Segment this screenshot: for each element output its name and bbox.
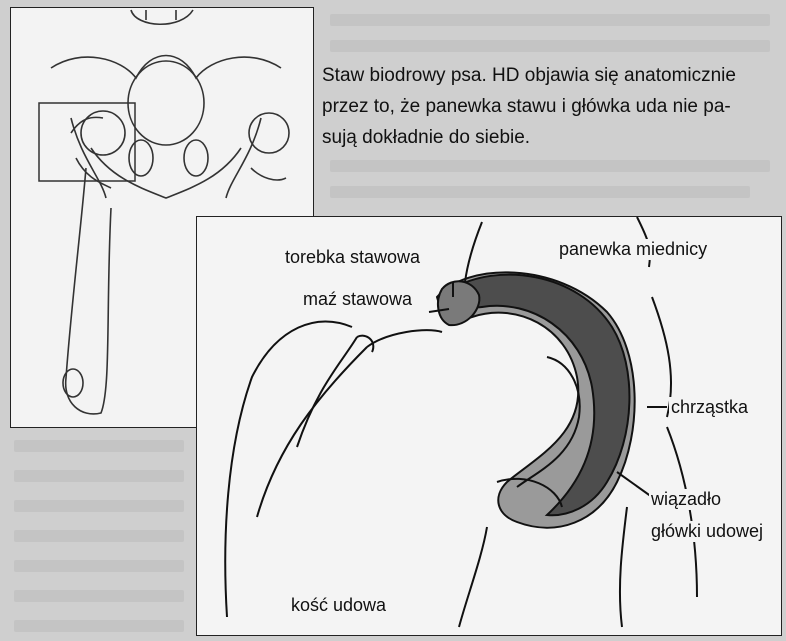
caption-line-3: sują dokładnie do siebie. bbox=[322, 122, 782, 153]
label-capsule: torebka stawowa bbox=[283, 247, 422, 268]
label-ligament-2: główki udowej bbox=[649, 521, 765, 542]
label-cartilage: chrząstka bbox=[669, 397, 750, 418]
caption-line-1: Staw biodrowy psa. HD objawia się anatom… bbox=[322, 60, 782, 91]
label-femur: kość udowa bbox=[289, 595, 388, 616]
caption-line-2: przez to, że panewka stawu i główka uda … bbox=[322, 91, 782, 122]
label-synovial: maź stawowa bbox=[301, 289, 414, 310]
label-ligament-1: wiązadło bbox=[649, 489, 723, 510]
figure-caption: Staw biodrowy psa. HD objawia się anatom… bbox=[322, 60, 782, 153]
hip-joint-detail-panel: torebka stawowa maź stawowa panewka mied… bbox=[196, 216, 782, 636]
detail-box bbox=[39, 103, 135, 181]
label-acetabulum: panewka miednicy bbox=[557, 239, 709, 260]
hip-joint-drawing bbox=[197, 217, 783, 637]
